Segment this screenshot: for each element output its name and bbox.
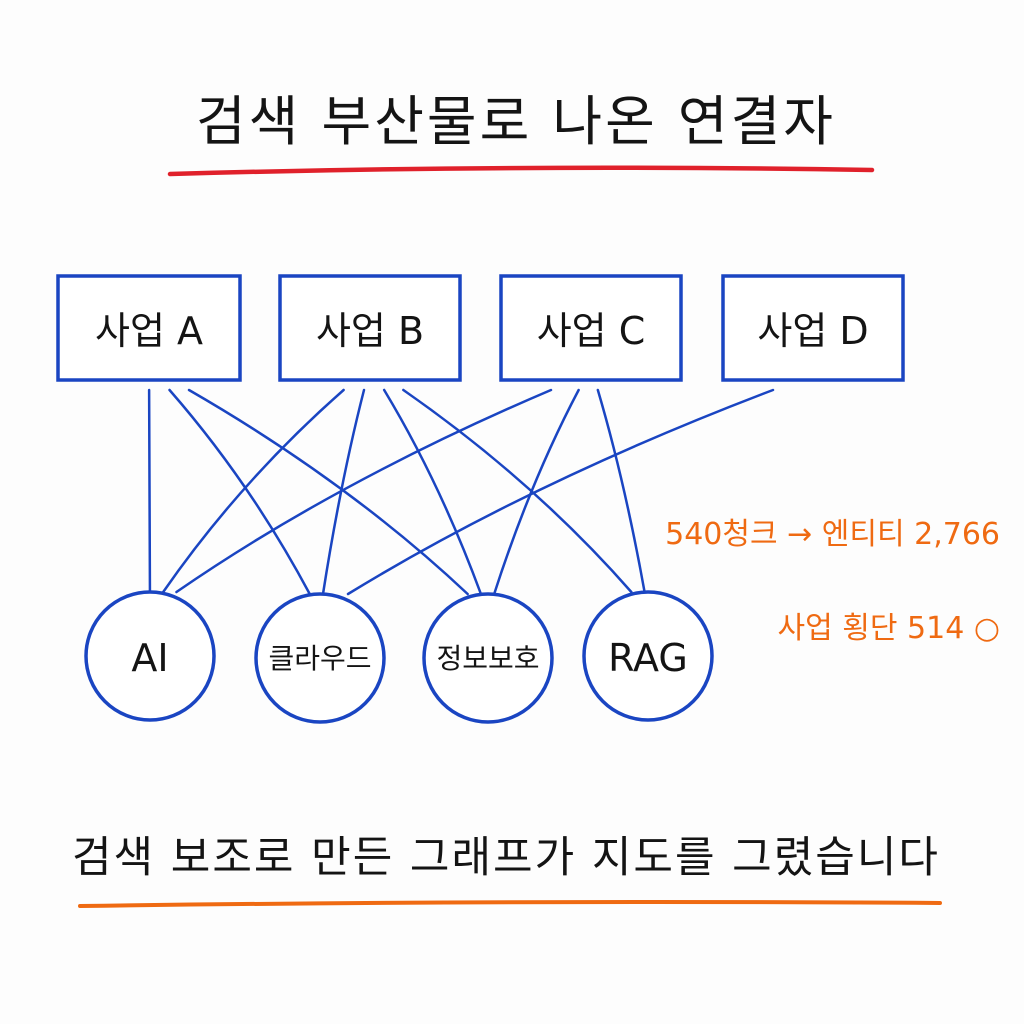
topic-node-rag: RAG [582,590,714,722]
project-label-a: 사업 A [95,309,203,353]
stat-chunks-to-entities: 540청크 → 엔티티 2,766 [665,517,1000,552]
caption-underline [78,900,942,908]
edge-c-security [492,388,580,596]
edge-b-rag [402,388,633,594]
topic-label-security: 정보보호 [436,642,539,675]
topic-circle-ai [84,590,216,722]
stat-cross-project: 사업 횡단 514 ○ [778,611,1000,646]
edge-b-ai [161,388,345,594]
project-label-c: 사업 C [537,309,646,353]
edges-layer [147,388,775,596]
topic-node-cloud: 클라우드 [254,592,386,724]
project-label-b: 사업 B [316,309,424,353]
project-box-a [56,274,242,382]
project-box-b [278,274,462,382]
project-node-a: 사업 A [56,274,242,382]
topic-label-cloud: 클라우드 [268,642,371,675]
edge-b-security [382,388,483,596]
edge-b-cloud [321,388,366,596]
edge-a-security [187,388,469,596]
topic-label-ai: AI [131,636,168,680]
project-node-c: 사업 C [499,274,683,382]
caption: 검색 보조로 만든 그래프가 지도를 그렸습니다 [72,833,940,883]
topic-node-ai: AI [84,590,216,722]
edge-c-ai [175,388,553,594]
topic-circle-cloud [254,592,386,724]
edge-c-rag [596,388,646,594]
project-label-d: 사업 D [757,309,868,353]
edge-d-cloud [346,388,775,596]
project-node-b: 사업 B [278,274,462,382]
topic-label-rag: RAG [608,636,688,680]
edge-a-ai [147,388,152,594]
page-title: 검색 부산물로 나온 연결자 [196,90,836,153]
title-underline [167,165,875,177]
project-box-d [721,274,905,382]
topic-node-security: 정보보호 [422,592,554,724]
project-node-d: 사업 D [721,274,905,382]
project-box-c [499,274,683,382]
topic-circle-security [422,592,554,724]
topic-circle-rag [582,590,714,722]
